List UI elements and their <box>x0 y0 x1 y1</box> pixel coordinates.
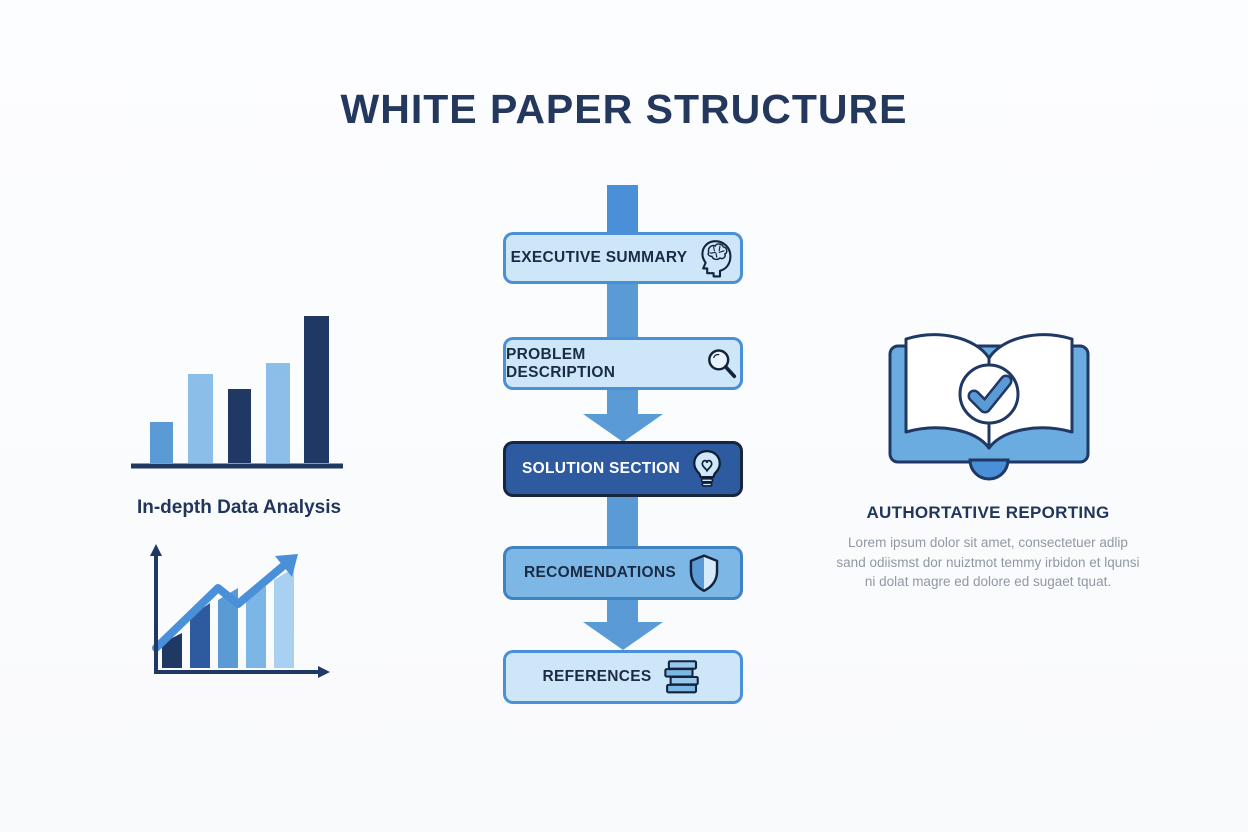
flow-arrowhead-1 <box>583 414 663 442</box>
brain-head-icon <box>697 238 735 278</box>
page-title: WHITE PAPER STRUCTURE <box>340 86 908 132</box>
shield-icon <box>686 553 722 593</box>
right-heading: AUTHORTATIVE REPORTING <box>866 503 1110 522</box>
flow-step-label: SOLUTION SECTION <box>521 460 681 477</box>
books-icon <box>661 657 703 697</box>
left-caption: In-depth Data Analysis <box>136 497 342 518</box>
growth-chart-graphic <box>150 544 330 678</box>
flow-step-recomendations: RECOMENDATIONS <box>503 546 743 600</box>
flow-step-references: REFERENCES <box>503 650 743 704</box>
flow-arrow-stem-1 <box>607 389 638 415</box>
lightbulb-icon <box>690 448 724 490</box>
flow-connector-1 <box>607 283 638 338</box>
flow-step-executive-summary: EXECUTIVE SUMMARY <box>503 232 743 284</box>
flow-arrowhead-2 <box>583 622 663 650</box>
flow-step-label: PROBLEM DESCRIPTION <box>506 345 616 381</box>
flow-step-label: EXECUTIVE SUMMARY <box>510 249 688 266</box>
bar-chart-graphic <box>131 316 343 469</box>
right-body-text: Lorem ipsum dolor sit amet, consectetuer… <box>836 535 1140 589</box>
flow-connector-top <box>607 185 638 237</box>
flow-step-label: RECOMENDATIONS <box>523 564 677 581</box>
flow-step-solution-section: SOLUTION SECTION <box>503 441 743 497</box>
flow-step-problem-description: PROBLEM DESCRIPTION <box>503 337 743 390</box>
magnifier-icon <box>704 346 740 382</box>
open-book-check-icon <box>888 333 1090 481</box>
flow-connector-2 <box>607 496 638 547</box>
flow-step-label: REFERENCES <box>542 668 652 685</box>
flow-arrow-stem-2 <box>607 599 638 623</box>
